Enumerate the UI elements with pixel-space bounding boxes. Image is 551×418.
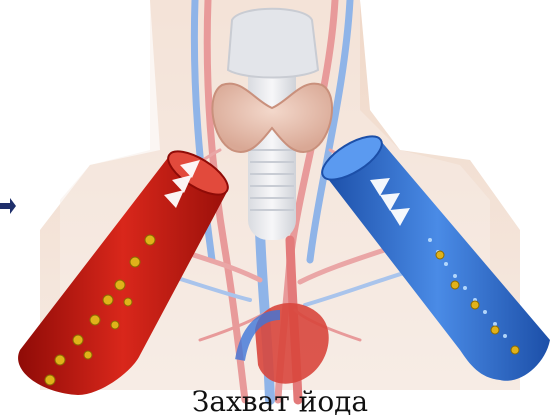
left-arrow-icon bbox=[0, 198, 16, 214]
larynx bbox=[228, 9, 318, 78]
thyroid-iodine-illustration bbox=[0, 0, 551, 407]
caption-text: Захват йода bbox=[150, 386, 410, 418]
